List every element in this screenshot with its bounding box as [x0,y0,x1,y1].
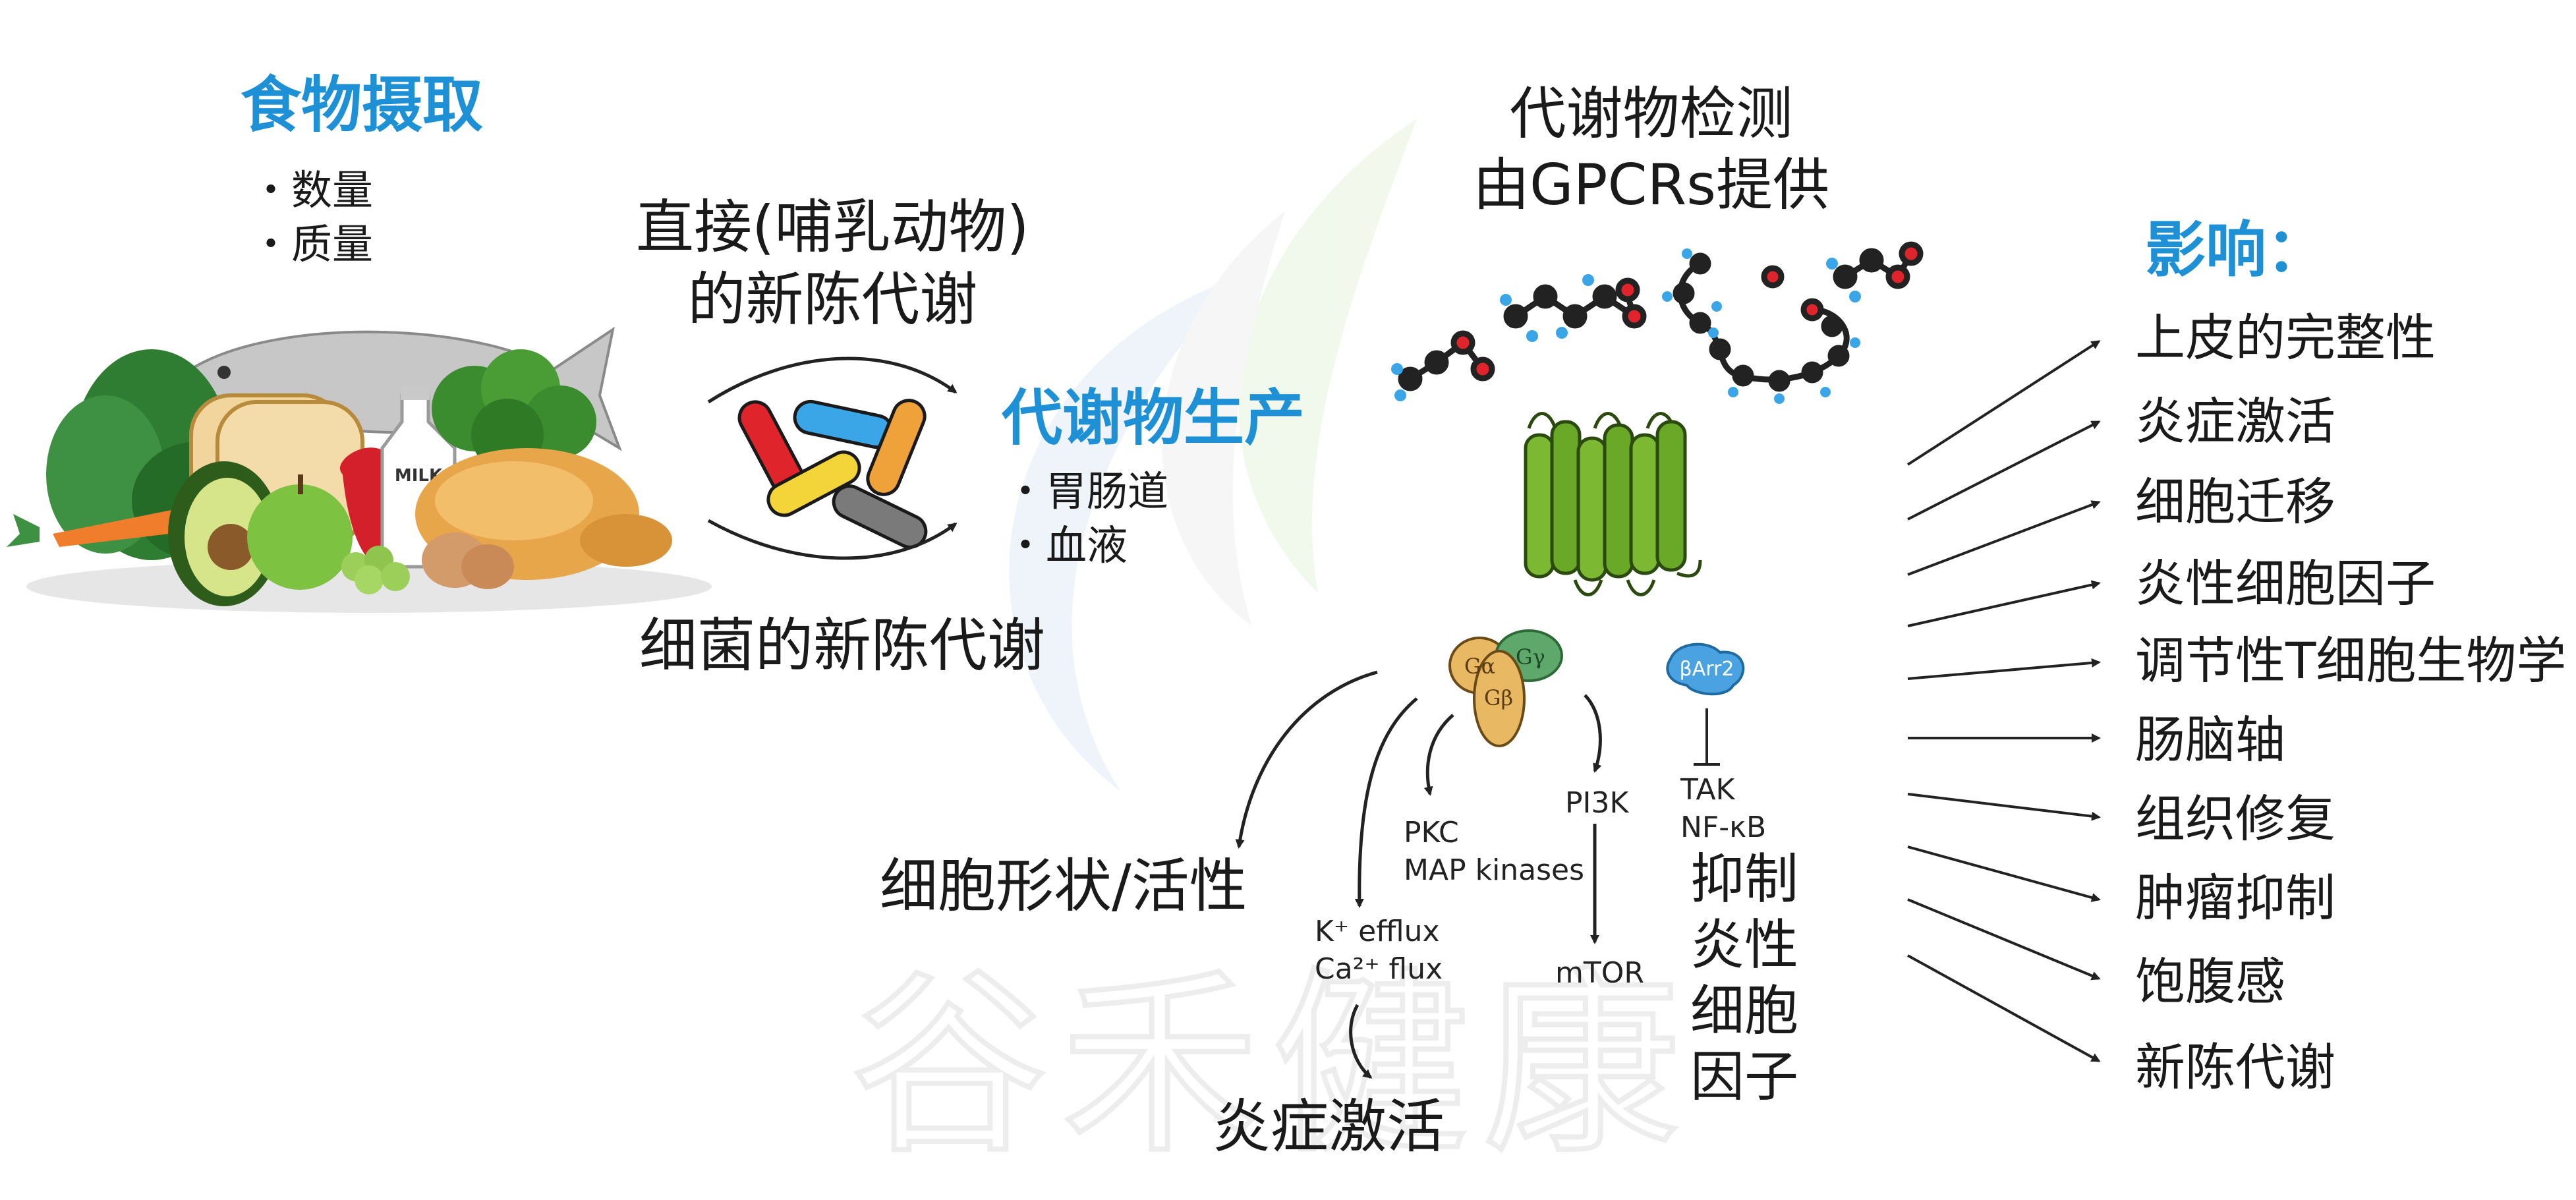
beta-arrestin: βArr2 [1666,643,1745,696]
metabolite-detection-line: 由GPCRs提供 [1473,152,1830,218]
gpcr-receptor [1524,412,1702,596]
food-illustration: MILK [7,326,712,613]
g-protein-complex: Gα Gγ Gβ [1448,629,1563,747]
cell-shape-activity-label: 细胞形状/活性 [880,852,1247,920]
mammalian-metabolism-label: 直接(哺乳动物) 的新陈代谢 [636,191,1029,336]
effect-arrows [1906,340,2101,1062]
food-intake-title: 食物摄取 [241,70,484,140]
g-alpha-label: Gα [1464,654,1495,679]
food-intake-list: 数量 质量 [250,163,373,271]
arrow-to-pkc [1423,714,1454,796]
metabolite-production-item: 胃肠道 [1005,465,1168,519]
effect-item: 组织修复 [2135,789,2335,848]
effect-item: 饱腹感 [2135,952,2285,1011]
inflammation-activation-label: 炎症激活 [1213,1093,1445,1160]
pkc-line: PKC [1404,816,1459,849]
food-intake-item: 数量 [250,163,373,217]
inhibit-line: 因子 [1690,1046,1799,1109]
pkc-label: PKC MAP kinases [1404,814,1584,889]
arrow-flux-to-inflammation [1349,1004,1373,1079]
bacterium-gray [832,484,928,549]
mammalian-metabolism-line: 的新陈代谢 [687,266,978,333]
pkc-line: MAP kinases [1404,853,1585,888]
metabolite-molecules [1391,241,1924,404]
metabolite-production-list: 胃肠道 血液 [1005,465,1168,573]
arrow-lower-curve [707,519,958,560]
arrow-to-pi3k [1584,694,1602,773]
effect-item: 炎症激活 [2135,392,2335,451]
bacterium-orange [866,399,927,496]
inhibit-line: 抑制 [1690,848,1799,911]
ion-flux-line: Ca²⁺ flux [1315,952,1443,986]
arrow-to-ion-flux [1354,697,1418,908]
arrow-upper-curve [707,357,958,404]
ion-flux-label: K⁺ efflux Ca²⁺ flux [1315,913,1443,988]
effect-item: 调节性T细胞生物学 [2135,631,2567,690]
tak-nfkb-label: TAK NF-κB [1680,771,1766,846]
mtor-label: mTOR [1555,956,1644,990]
effect-item: 肿瘤抑制 [2135,869,2335,927]
watermark-text: 谷禾健康 [850,950,1694,1180]
g-gamma-label: Gγ [1516,644,1545,670]
g-beta-label: Gβ [1484,685,1513,710]
inhibit-line: 炎性 [1690,914,1799,977]
mammalian-metabolism-line: 直接(哺乳动物) [636,193,1029,261]
effect-item: 新陈代谢 [2135,1038,2335,1097]
bacterial-metabolism-label: 细菌的新陈代谢 [639,612,1046,679]
effect-item: 上皮的完整性 [2135,308,2436,367]
effects-title: 影响： [2145,215,2328,285]
watermark-logo: 谷禾健康 [847,948,1694,1183]
bacterium-yellow [766,450,861,517]
pi3k-label: PI3K [1565,786,1629,820]
inhibit-cytokines-label: 抑制 炎性 细胞 因子 [1690,847,1798,1110]
metabolite-production-item: 血液 [1005,519,1168,573]
ion-flux-line: K⁺ efflux [1315,915,1440,948]
food-intake-item: 质量 [250,217,373,271]
metabolite-production-title: 代谢物生产 [1002,383,1305,453]
bacteria-cluster [737,399,928,549]
tak-line: NF-κB [1680,811,1767,845]
barr-label: βArr2 [1680,658,1734,681]
effect-item: 炎性细胞因子 [2135,554,2436,613]
effect-item: 细胞迁移 [2135,472,2335,531]
arrow-to-cell-shape [1235,670,1378,849]
background-leaf-logo [1009,119,1417,791]
inhibit-line: 细胞 [1690,980,1799,1043]
effect-item: 肠脑轴 [2135,710,2285,769]
tak-line: TAK [1680,773,1735,807]
metabolite-detection-label: 代谢物检测 由GPCRs提供 [1473,79,1829,221]
metabolite-detection-line: 代谢物检测 [1509,81,1793,147]
